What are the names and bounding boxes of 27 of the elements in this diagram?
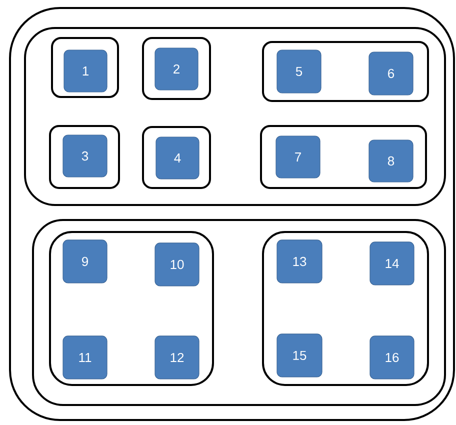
group-box — [32, 218, 446, 406]
group-box — [142, 37, 211, 100]
numbered-square: 16 — [370, 336, 414, 380]
group-box — [262, 231, 429, 386]
group-box — [49, 231, 214, 386]
numbered-square: 3 — [62, 134, 108, 178]
numbered-square: 7 — [276, 136, 320, 178]
outer-frame — [9, 7, 455, 421]
numbered-square: 14 — [370, 242, 414, 286]
numbered-square: 6 — [368, 52, 414, 96]
numbered-square: 15 — [276, 334, 322, 378]
numbered-square: 13 — [276, 240, 322, 284]
numbered-square: 10 — [154, 242, 200, 286]
group-box — [142, 126, 211, 189]
numbered-square: 11 — [62, 336, 108, 380]
numbered-square: 1 — [64, 50, 108, 92]
group-box — [51, 37, 119, 98]
group-box — [24, 27, 446, 206]
group-box — [262, 41, 429, 102]
group-box — [49, 125, 120, 189]
numbered-square: 8 — [368, 140, 414, 182]
group-box — [260, 125, 427, 189]
numbered-square: 9 — [62, 240, 108, 284]
numbered-square: 12 — [154, 336, 200, 380]
numbered-square: 4 — [156, 136, 200, 180]
numbered-square: 5 — [276, 50, 322, 94]
numbered-square: 2 — [154, 48, 198, 90]
